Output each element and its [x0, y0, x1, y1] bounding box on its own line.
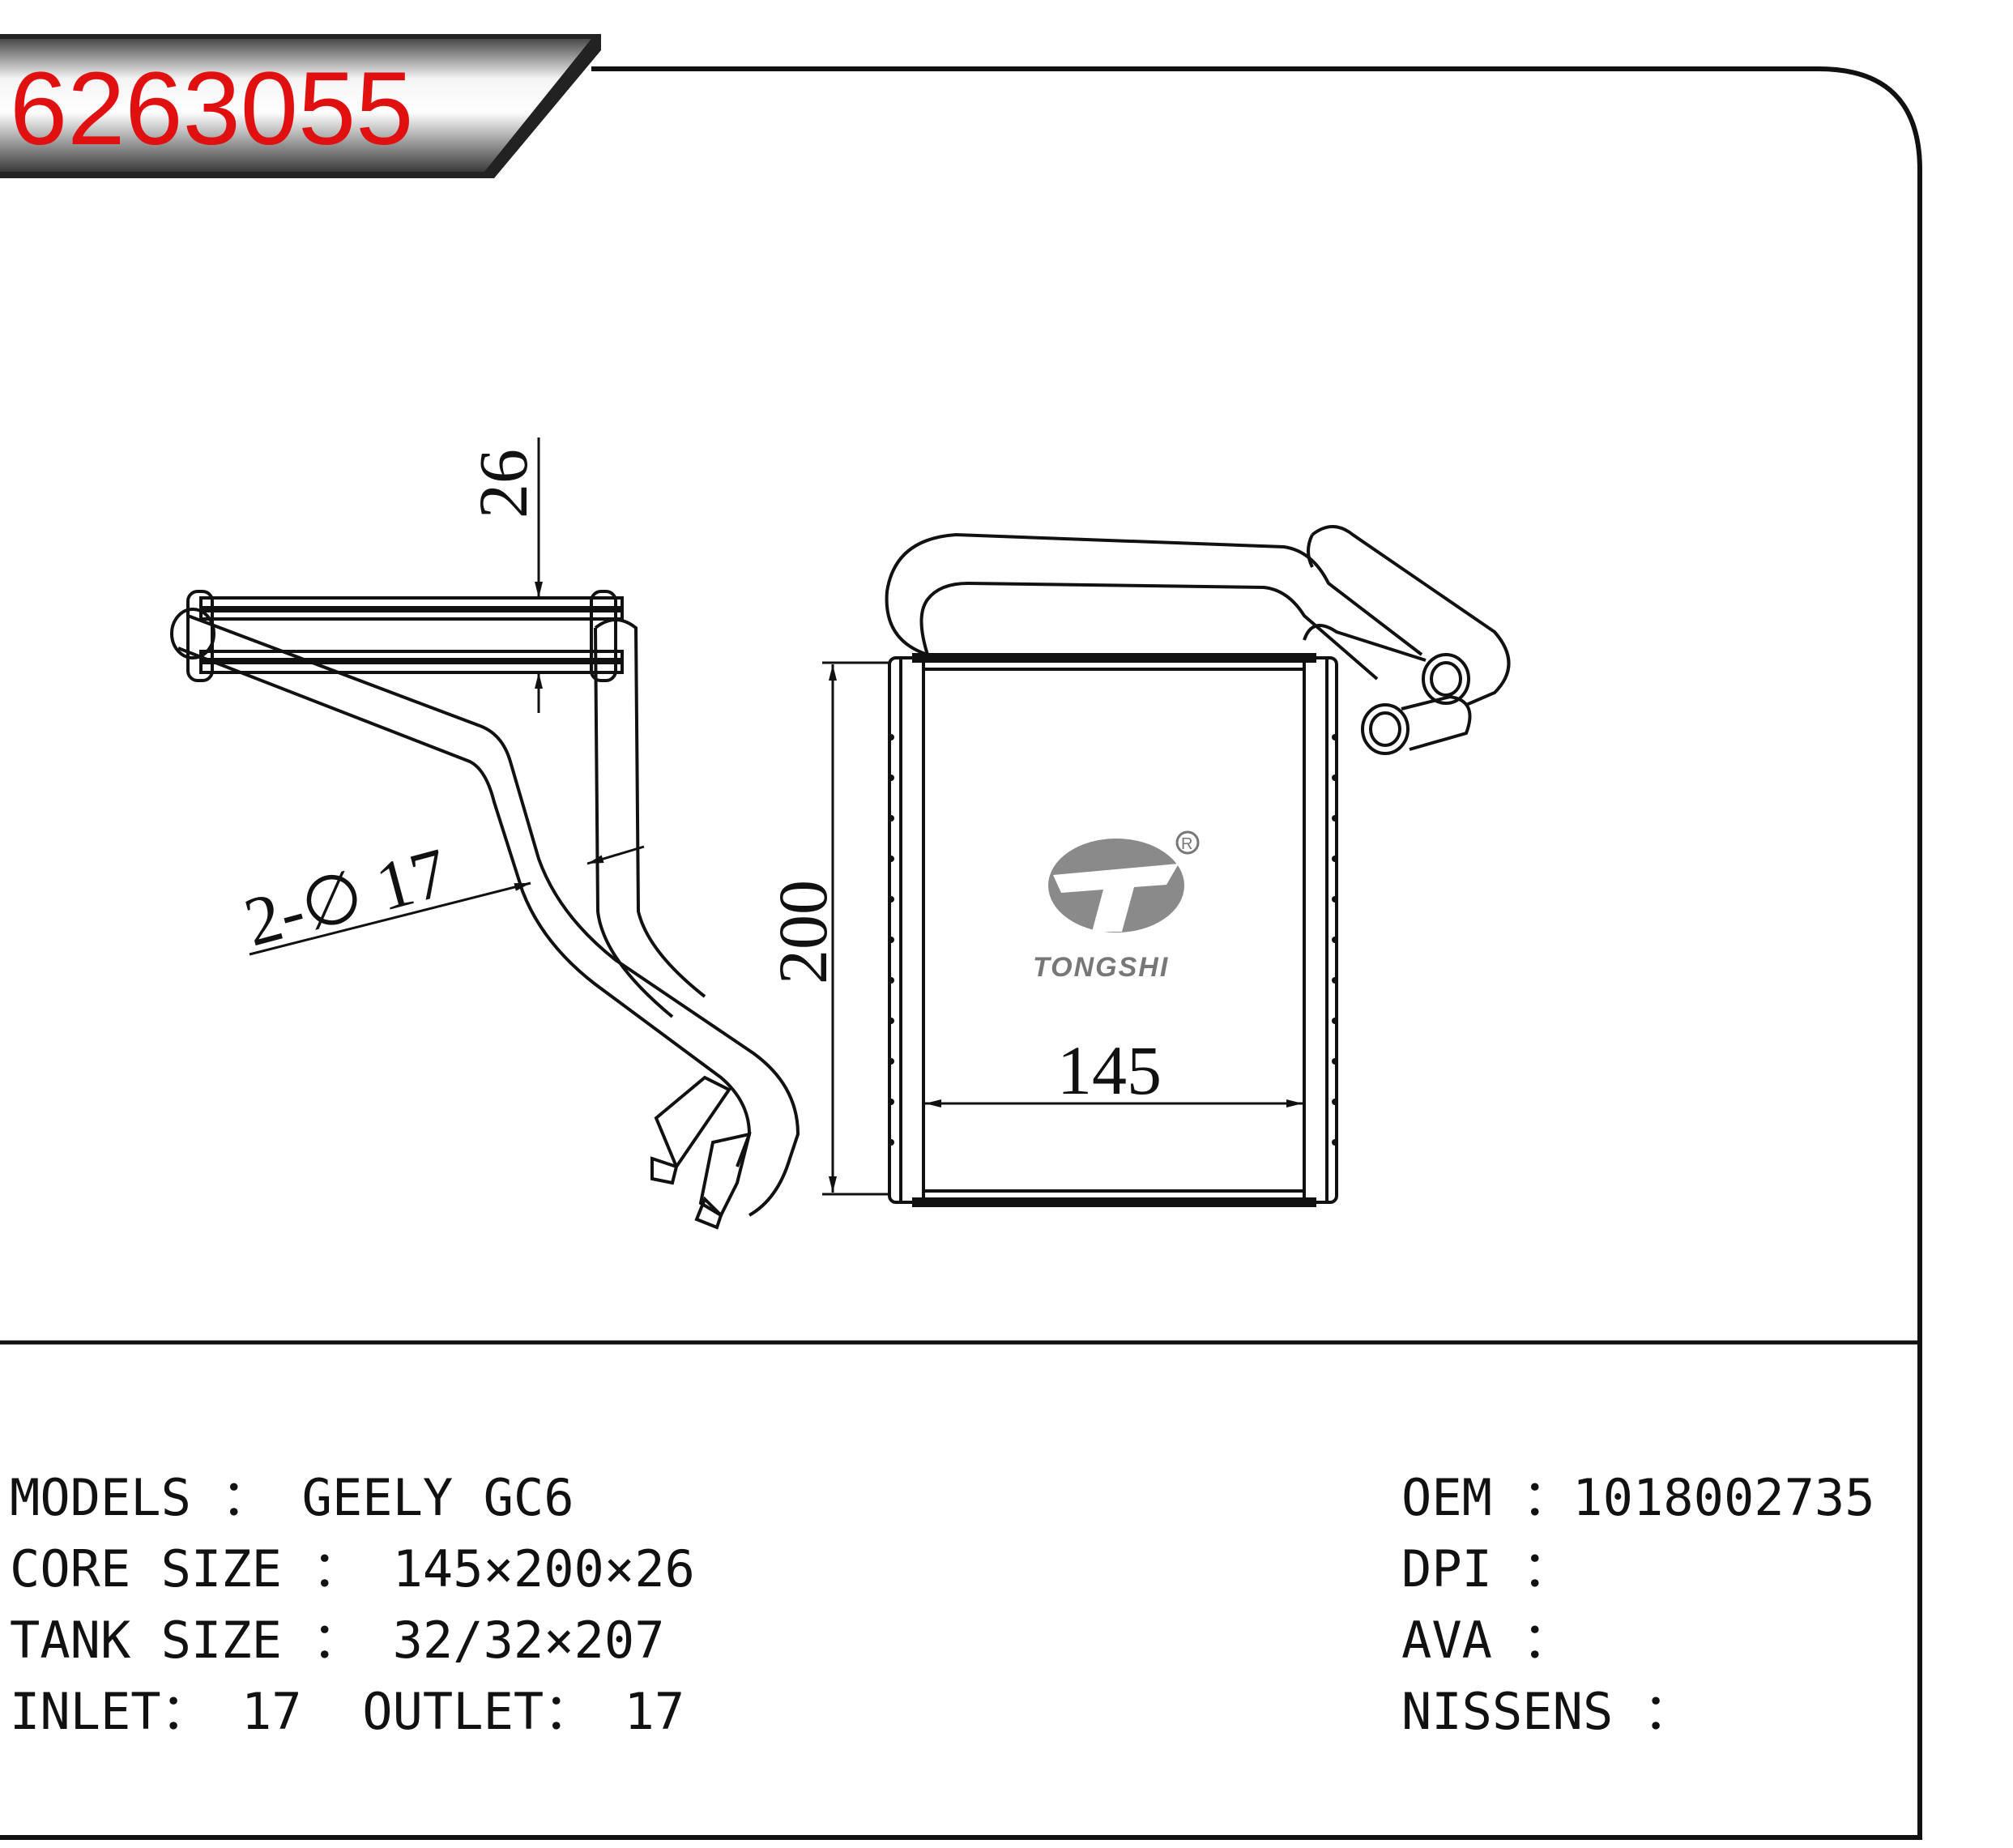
spec-tank-size: TANK SIZE ： 32/32×207	[10, 1611, 665, 1670]
thickness-label: 26	[464, 449, 542, 519]
part-number-banner: 6263055	[0, 34, 601, 178]
spec-models: MODELS ： GEELY GC6	[10, 1468, 574, 1527]
spec-nissens: NISSENS ：	[1401, 1682, 1694, 1741]
spec-dpi: DPI ：	[1401, 1539, 1573, 1598]
registered-mark: R	[1181, 835, 1192, 853]
width-label: 145	[1057, 1031, 1162, 1109]
spec-inlet-outlet: INLET： 17 OUTLET： 17	[10, 1682, 685, 1741]
front-view	[885, 525, 1511, 1207]
tongshi-logo: R TONGSHI	[1033, 830, 1200, 983]
thickness-dimension: 26	[464, 437, 543, 713]
part-number: 6263055	[10, 51, 413, 167]
diameter-label: 2-∅ 17	[237, 833, 455, 961]
diameter-dimension: 2-∅ 17	[237, 833, 645, 961]
drawing-frame	[0, 66, 1922, 1840]
width-dimension: 145	[925, 1031, 1303, 1109]
brand-name: TONGSHI	[1033, 952, 1169, 983]
spec-oem: OEM ：1018002735	[1401, 1468, 1875, 1527]
height-dimension: 200	[764, 661, 889, 1196]
spec-ava: AVA ：	[1401, 1611, 1573, 1670]
spec-core-size: CORE SIZE ： 145×200×26	[10, 1539, 695, 1598]
side-view	[170, 590, 800, 1230]
height-label: 200	[764, 880, 842, 984]
